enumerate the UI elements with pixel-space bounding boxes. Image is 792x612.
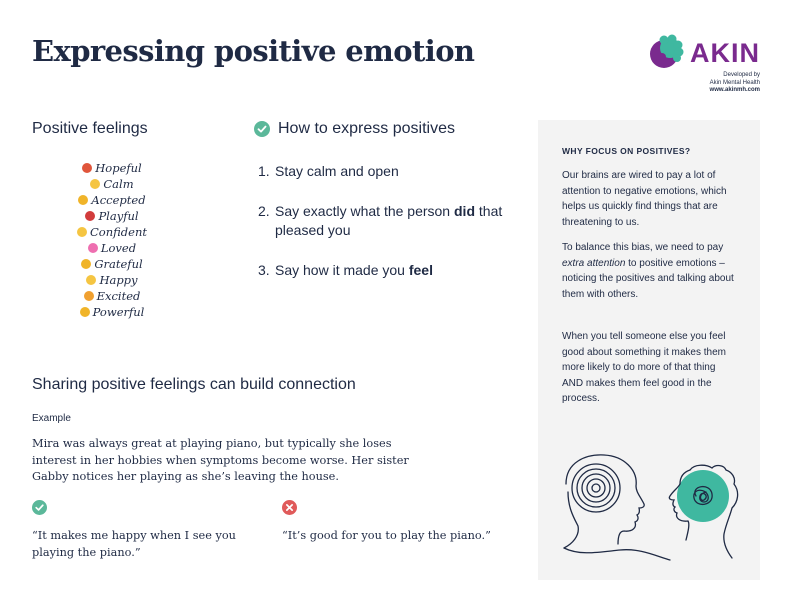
feeling-item: Confident: [62, 224, 162, 240]
feeling-label: Happy: [99, 273, 138, 287]
page-title: Expressing positive emotion: [32, 34, 475, 68]
praying-hands-icon: [81, 259, 92, 269]
check-circle-icon: [254, 121, 270, 137]
feeling-item: Excited: [62, 288, 162, 304]
dancer-icon: [85, 211, 96, 221]
rainbow-icon: [82, 163, 93, 173]
feeling-item: Playful: [62, 208, 162, 224]
feeling-item: Powerful: [62, 304, 162, 320]
feeling-label: Hopeful: [95, 161, 142, 175]
heart-icon: [87, 243, 98, 253]
heads-illustration: [563, 454, 739, 561]
step-text-start: Say how it made you: [275, 262, 409, 278]
feeling-label: Excited: [96, 289, 141, 303]
brand-url: www.akinmh.com: [709, 87, 760, 93]
feeling-item: Happy: [62, 272, 162, 288]
handshake-icon: [78, 195, 89, 205]
example-label: Example: [32, 413, 71, 424]
panel-paragraph-2: To balance this bias, we need to pay ext…: [562, 240, 738, 302]
cross-circle-icon: [282, 500, 297, 515]
feeling-item: Grateful: [62, 256, 162, 272]
positive-feelings-heading: Positive feelings: [32, 120, 148, 137]
step-text-start: Say exactly what the person: [275, 203, 454, 219]
feeling-item: Accepted: [62, 192, 162, 208]
step-text-end: that pleased you: [275, 203, 503, 238]
feeling-item: Calm: [62, 176, 162, 192]
feeling-label: Accepted: [91, 193, 146, 207]
example-text: Mira was always great at playing piano, …: [32, 437, 409, 483]
step-2: 2. Say exactly what the person did that …: [258, 202, 508, 240]
grin-icon: [86, 275, 97, 285]
panel-heading: WHY FOCUS ON POSITIVES?: [562, 146, 691, 156]
how-to-heading: How to express positives: [278, 120, 455, 137]
feeling-item: Hopeful: [62, 160, 162, 176]
panel-p2-end: to positive emotions – noticing the posi…: [562, 257, 734, 300]
developed-by: Developed by: [723, 72, 760, 78]
feeling-label: Loved: [100, 241, 137, 255]
brand-org: Akin Mental Health: [709, 79, 760, 86]
step-3: 3. Say how it made you feel: [258, 261, 508, 280]
smile-icon: [90, 179, 101, 189]
panel-p2-start: To balance this bias, we need to pay: [562, 242, 724, 253]
check-circle-icon: [32, 500, 47, 515]
step-number: 2.: [258, 203, 270, 219]
feeling-label: Powerful: [92, 305, 145, 319]
step-emphasis: feel: [408, 262, 433, 278]
star-struck-icon: [83, 291, 94, 301]
step-1: 1. Stay calm and open: [258, 162, 508, 181]
step-text: Stay calm and open: [275, 163, 399, 179]
akin-logo: [650, 34, 684, 68]
bad-example-quote: “It’s good for you to play the piano.”: [282, 529, 491, 542]
feeling-item: Loved: [62, 240, 162, 256]
feeling-label: Playful: [98, 209, 139, 223]
good-example-quote: “It makes me happy when I see you playin…: [32, 529, 236, 559]
step-text: Say exactly what the person did that ple…: [275, 202, 508, 240]
panel-p2-emphasis: extra attention: [562, 257, 626, 269]
step-number: 3.: [258, 262, 270, 278]
step-number: 1.: [258, 163, 270, 179]
panel-paragraph-3: When you tell someone else you feel good…: [562, 331, 726, 404]
sharing-heading: Sharing positive feelings can build conn…: [32, 376, 356, 393]
brand-credit: Developed by Akin Mental Health www.akin…: [710, 72, 760, 95]
feeling-label: Calm: [103, 177, 134, 191]
panel-paragraph-1: Our brains are wired to pay a lot of att…: [562, 170, 727, 228]
feeling-label: Grateful: [94, 257, 143, 271]
brand-name: AKIN: [690, 38, 760, 68]
step-text: Say how it made you feel: [275, 261, 508, 280]
feeling-label: Confident: [90, 225, 147, 239]
step-emphasis: did: [454, 203, 475, 219]
sunglasses-icon: [77, 227, 87, 237]
flexed-bicep-icon: [79, 307, 90, 317]
